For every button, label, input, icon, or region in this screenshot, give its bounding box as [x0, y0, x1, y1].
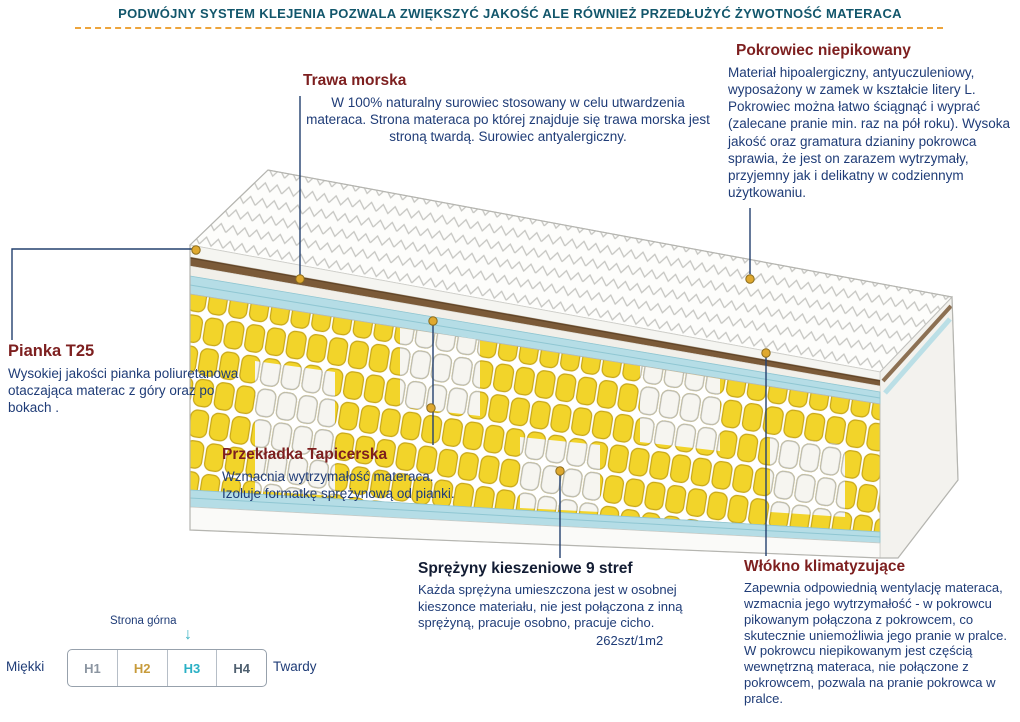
leader-pianka	[11, 245, 201, 340]
banner-dashed-underline	[75, 27, 943, 29]
callout-title: Pokrowiec niepikowany	[736, 42, 911, 59]
anchor-dot	[428, 316, 438, 326]
hardness-scale: H1 H2 H3 H4	[67, 649, 267, 687]
fiber-bottom-stripe	[189, 497, 881, 538]
leader-wlokno	[761, 348, 771, 556]
leader-lines	[11, 96, 771, 558]
mattress-outline	[189, 169, 959, 559]
callout-title: Sprężyny kieszeniowe 9 stref	[418, 560, 633, 577]
leader-przekladka	[426, 316, 438, 445]
white-spring-patch	[400, 328, 480, 416]
callout-title: Włókno klimatyzujące	[744, 558, 906, 575]
callout-trawa-morska: Trawa morska W 100% naturalny surowiec s…	[303, 72, 713, 145]
leader-trawa-morska	[295, 96, 305, 284]
fiber-layer-stripe	[189, 284, 881, 399]
arrow-down-icon: ↓	[184, 626, 192, 643]
anchor-dot	[295, 274, 305, 284]
callout-wlokno: Włókno klimatyzujące Zapewnia odpowiedni…	[744, 558, 1016, 707]
hardness-level-h1: H1	[84, 660, 101, 676]
spring-count: 262szt/1m2	[596, 632, 664, 648]
callout-pokrowiec: Pokrowiec niepikowany Materiał hipoalerg…	[728, 42, 1018, 201]
soft-end-label: Miękki	[6, 659, 45, 674]
callout-przekladka: Przekładka Tapicerska Wzmacnia wytrzymał…	[222, 446, 462, 502]
callout-sprezyny: Sprężyny kieszeniowe 9 stref Każda spręż…	[418, 560, 718, 648]
anchor-dot	[555, 466, 565, 476]
hardness-level-h3-active: H3	[166, 650, 217, 686]
white-spring-patch	[255, 361, 335, 496]
quilting-pattern	[190, 170, 952, 372]
callout-body: Zapewnia odpowiednią wentylację materaca…	[744, 580, 1008, 707]
seagrass-wrap-edge	[881, 304, 953, 383]
anchor-dot	[191, 245, 201, 255]
leader-pokrowiec	[745, 208, 755, 284]
callout-body: Materiał hipoalergiczny, antyuczuleniowy…	[728, 65, 1011, 200]
white-spring-patch	[640, 366, 720, 451]
top-side-label: Strona górna	[110, 615, 177, 627]
callout-pianka-t25: Pianka T25 Wysokiej jakości pianka poliu…	[8, 342, 260, 416]
mattress-body	[188, 169, 959, 559]
leader-sprezyny	[555, 466, 565, 558]
callout-title: Trawa morska	[303, 72, 407, 89]
callout-title: Pianka T25	[8, 342, 95, 360]
hardness-level-h4: H4	[216, 650, 266, 686]
fiber-wrap-edge	[883, 317, 952, 395]
hardness-level-h2: H2	[116, 650, 167, 686]
white-spring-patch	[770, 435, 845, 517]
callout-title: Przekładka Tapicerska	[222, 446, 388, 463]
callout-body: Wzmacnia wytrzymałość materaca. Izoluje …	[222, 469, 455, 502]
anchor-dot	[426, 403, 436, 413]
callout-body: W 100% naturalny surowiec stosowany w ce…	[306, 95, 710, 145]
callout-body: Każda sprężyna umieszczona jest w osobne…	[418, 582, 683, 630]
banner-headline: PODWÓJNY SYSTEM KLEJENIA POZWALA ZWIĘKSZ…	[118, 6, 902, 21]
hard-end-label: Twardy	[273, 659, 317, 674]
anchor-dot	[745, 274, 755, 284]
seagrass-layer-shadow	[189, 257, 881, 382]
anchor-dot	[761, 348, 771, 358]
callout-body: Wysokiej jakości pianka poliuretanowa ot…	[8, 366, 239, 416]
